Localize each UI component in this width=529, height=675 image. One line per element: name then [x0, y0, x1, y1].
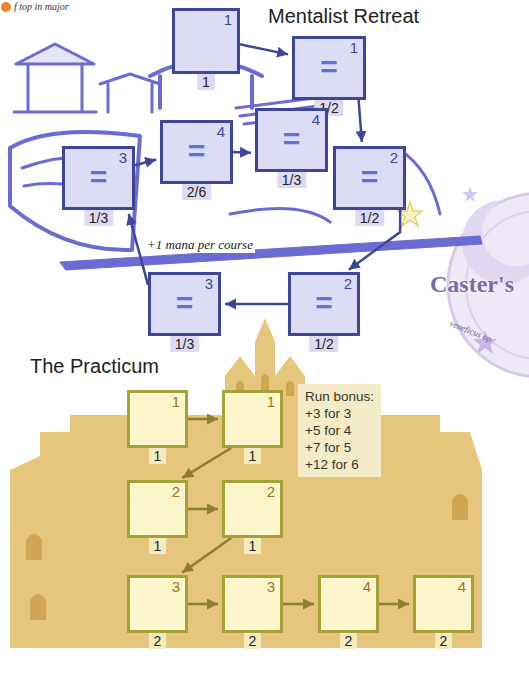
course-box: 11	[222, 390, 283, 448]
course-box: 32	[127, 575, 188, 633]
flow-arrow	[182, 538, 231, 573]
course-box: 2=1/2	[333, 146, 406, 210]
flow-arrow	[188, 603, 218, 606]
course-number: 4	[363, 579, 371, 594]
equals-symbol: =	[336, 162, 403, 192]
course-box: 21	[127, 480, 188, 538]
pagoda-posts	[14, 64, 96, 112]
pavilion	[100, 74, 160, 112]
course-number: 4	[217, 124, 225, 139]
bonus-text: +5 for 4	[305, 422, 374, 439]
equals-symbol: =	[163, 136, 230, 166]
course-box: 4=2/6	[160, 120, 233, 184]
course-cost: 1/2	[309, 336, 338, 352]
course-box: 4=1/3	[255, 108, 328, 172]
course-number: 2	[267, 484, 275, 499]
cut-off-note: f top in major	[14, 1, 69, 13]
course-box: 1=1/2	[292, 36, 366, 100]
section-title: Mentalist Retreat	[268, 4, 419, 28]
bonus-text: +3 for 3	[305, 405, 374, 422]
course-box: 11	[172, 8, 240, 74]
course-number: 1	[267, 394, 275, 409]
retreat-illustration	[10, 44, 482, 270]
course-number: 1	[224, 12, 232, 27]
bonus-text: Run bonus:	[305, 388, 374, 405]
course-box: 42	[318, 575, 379, 633]
flow-arrow	[182, 448, 231, 478]
course-number: 2	[344, 276, 352, 291]
terrace-band	[60, 236, 482, 270]
watermark: Caster's	[430, 270, 514, 299]
course-cost: 1	[149, 538, 167, 554]
flow-arrow	[233, 151, 251, 154]
course-number: 4	[312, 112, 320, 127]
course-cost: 1/3	[84, 210, 113, 226]
academy-seal	[398, 186, 529, 377]
course-box: 2=1/2	[288, 272, 360, 336]
course-number: 2	[390, 150, 398, 165]
pagoda-roof	[16, 44, 94, 64]
equals-symbol: =	[295, 52, 363, 82]
course-cost: 2	[244, 633, 262, 649]
castle-silhouette	[10, 318, 482, 648]
equals-symbol: =	[291, 288, 357, 318]
rock-swirl	[10, 132, 140, 250]
equals-symbol: =	[65, 162, 132, 192]
course-box: 42	[413, 575, 474, 633]
course-number: 3	[172, 579, 180, 594]
mana-icon	[1, 2, 11, 12]
course-number: 3	[205, 276, 213, 291]
course-cost: 1/3	[170, 336, 199, 352]
flow-arrow	[349, 210, 400, 270]
course-cost: 1/2	[355, 210, 384, 226]
course-cost: 1/3	[277, 172, 306, 188]
flow-arrow	[283, 603, 314, 606]
course-number: 4	[458, 579, 466, 594]
bonus-text: +12 for 6	[305, 456, 374, 473]
flow-arrow	[359, 100, 362, 142]
flow-arrow	[188, 418, 218, 421]
bonus-text: +7 for 5	[305, 439, 374, 456]
course-cost: 1	[244, 538, 262, 554]
equals-symbol: =	[151, 288, 218, 318]
course-number: 1	[350, 40, 358, 55]
flow-arrow	[240, 44, 288, 54]
section-note: +1 mana per course	[145, 237, 255, 253]
course-cost: 1	[149, 448, 167, 464]
bonus-panel: Run bonus:+3 for 3+5 for 4+7 for 5+12 fo…	[298, 384, 381, 477]
course-cost: 1	[244, 448, 262, 464]
course-box: 21	[222, 480, 283, 538]
star	[462, 186, 478, 202]
course-number: 3	[119, 150, 127, 165]
course-box: 32	[222, 575, 283, 633]
flow-arrow	[135, 159, 156, 165]
course-box: 3=1/3	[62, 146, 135, 210]
castle-illustration	[10, 318, 482, 648]
course-cost: 1	[197, 74, 215, 90]
course-box: 11	[127, 390, 188, 448]
flow-arrow	[379, 603, 409, 606]
flow-arrow	[188, 508, 218, 511]
course-box: 3=1/3	[148, 272, 221, 336]
flow-arrow	[225, 303, 288, 306]
course-cost: 2	[435, 633, 453, 649]
course-cost: 2	[340, 633, 358, 649]
section-title: The Practicum	[30, 354, 159, 378]
equals-symbol: =	[258, 124, 325, 154]
course-number: 1	[172, 394, 180, 409]
mana-icon-disc	[1, 2, 11, 12]
course-number: 3	[267, 579, 275, 594]
course-cost: 2/6	[182, 184, 211, 200]
course-cost: 2	[149, 633, 167, 649]
course-number: 2	[172, 484, 180, 499]
